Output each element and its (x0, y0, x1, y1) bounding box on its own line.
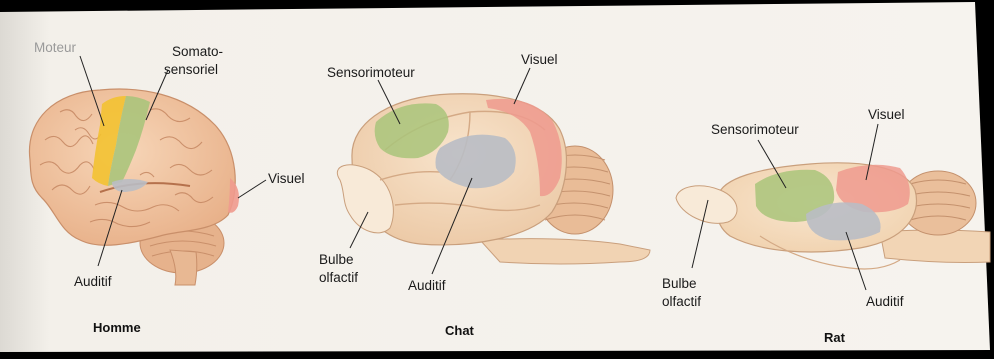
cat-label-olfactory-1: Bulbe (319, 252, 354, 267)
cat-label-sensorimotor: Sensorimoteur (327, 65, 415, 80)
cat-label-auditory: Auditif (408, 278, 446, 293)
human-label-visual: Visuel (268, 171, 305, 186)
human-label-somato-2: sensoriel (164, 62, 218, 77)
human-caption: Homme (93, 320, 141, 335)
cat-label-visual: Visuel (521, 52, 558, 67)
rat-label-visual: Visuel (868, 107, 905, 122)
rat-label-auditory: Auditif (866, 294, 904, 309)
human-label-auditory: Auditif (74, 274, 112, 289)
rat-label-olfactory-2: olfactif (662, 294, 701, 309)
rat-label-olfactory-1: Bulbe (662, 276, 697, 291)
human-label-somato-1: Somato- (172, 44, 223, 59)
cat-caption: Chat (445, 323, 474, 338)
rat-caption: Rat (824, 330, 845, 345)
cat-label-olfactory-2: olfactif (319, 270, 358, 285)
human-label-motor: Moteur (34, 40, 76, 55)
rat-label-sensorimotor: Sensorimoteur (711, 122, 799, 137)
